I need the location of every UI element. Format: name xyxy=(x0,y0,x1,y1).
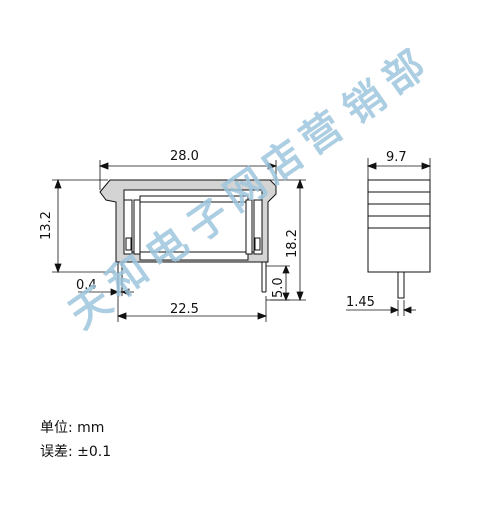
front-left-clip xyxy=(125,237,132,251)
dim-side-pin: 1.45 xyxy=(346,295,375,310)
front-dimensions xyxy=(52,160,306,322)
dim-side-width: 9.7 xyxy=(386,150,407,165)
front-inner-band xyxy=(139,195,249,203)
watermark-char: 部 xyxy=(374,42,434,103)
side-dimensions xyxy=(346,158,432,316)
dim-pin-span: 22.5 xyxy=(170,302,199,317)
front-left-post xyxy=(123,199,133,255)
tolerance-label: 误差: ±0.1 xyxy=(40,444,111,460)
side-pin xyxy=(397,271,405,299)
dim-width-top: 28.0 xyxy=(170,149,199,164)
front-right-leg xyxy=(261,262,267,293)
units-label: 单位: mm xyxy=(40,420,104,436)
front-right-post xyxy=(253,199,263,255)
front-left-post-inner xyxy=(133,199,141,255)
dim-height-right: 18.2 xyxy=(285,229,300,258)
side-view xyxy=(367,179,431,299)
front-bottom-band xyxy=(139,251,249,261)
front-right-clip xyxy=(254,237,261,251)
dim-pin-length: 5.0 xyxy=(271,277,286,298)
dim-height-left: 13.2 xyxy=(39,211,54,240)
side-body xyxy=(367,179,431,273)
front-right-post-inner xyxy=(245,199,253,255)
front-view xyxy=(99,179,277,293)
dim-pin-offset: 0.4 xyxy=(76,278,97,293)
